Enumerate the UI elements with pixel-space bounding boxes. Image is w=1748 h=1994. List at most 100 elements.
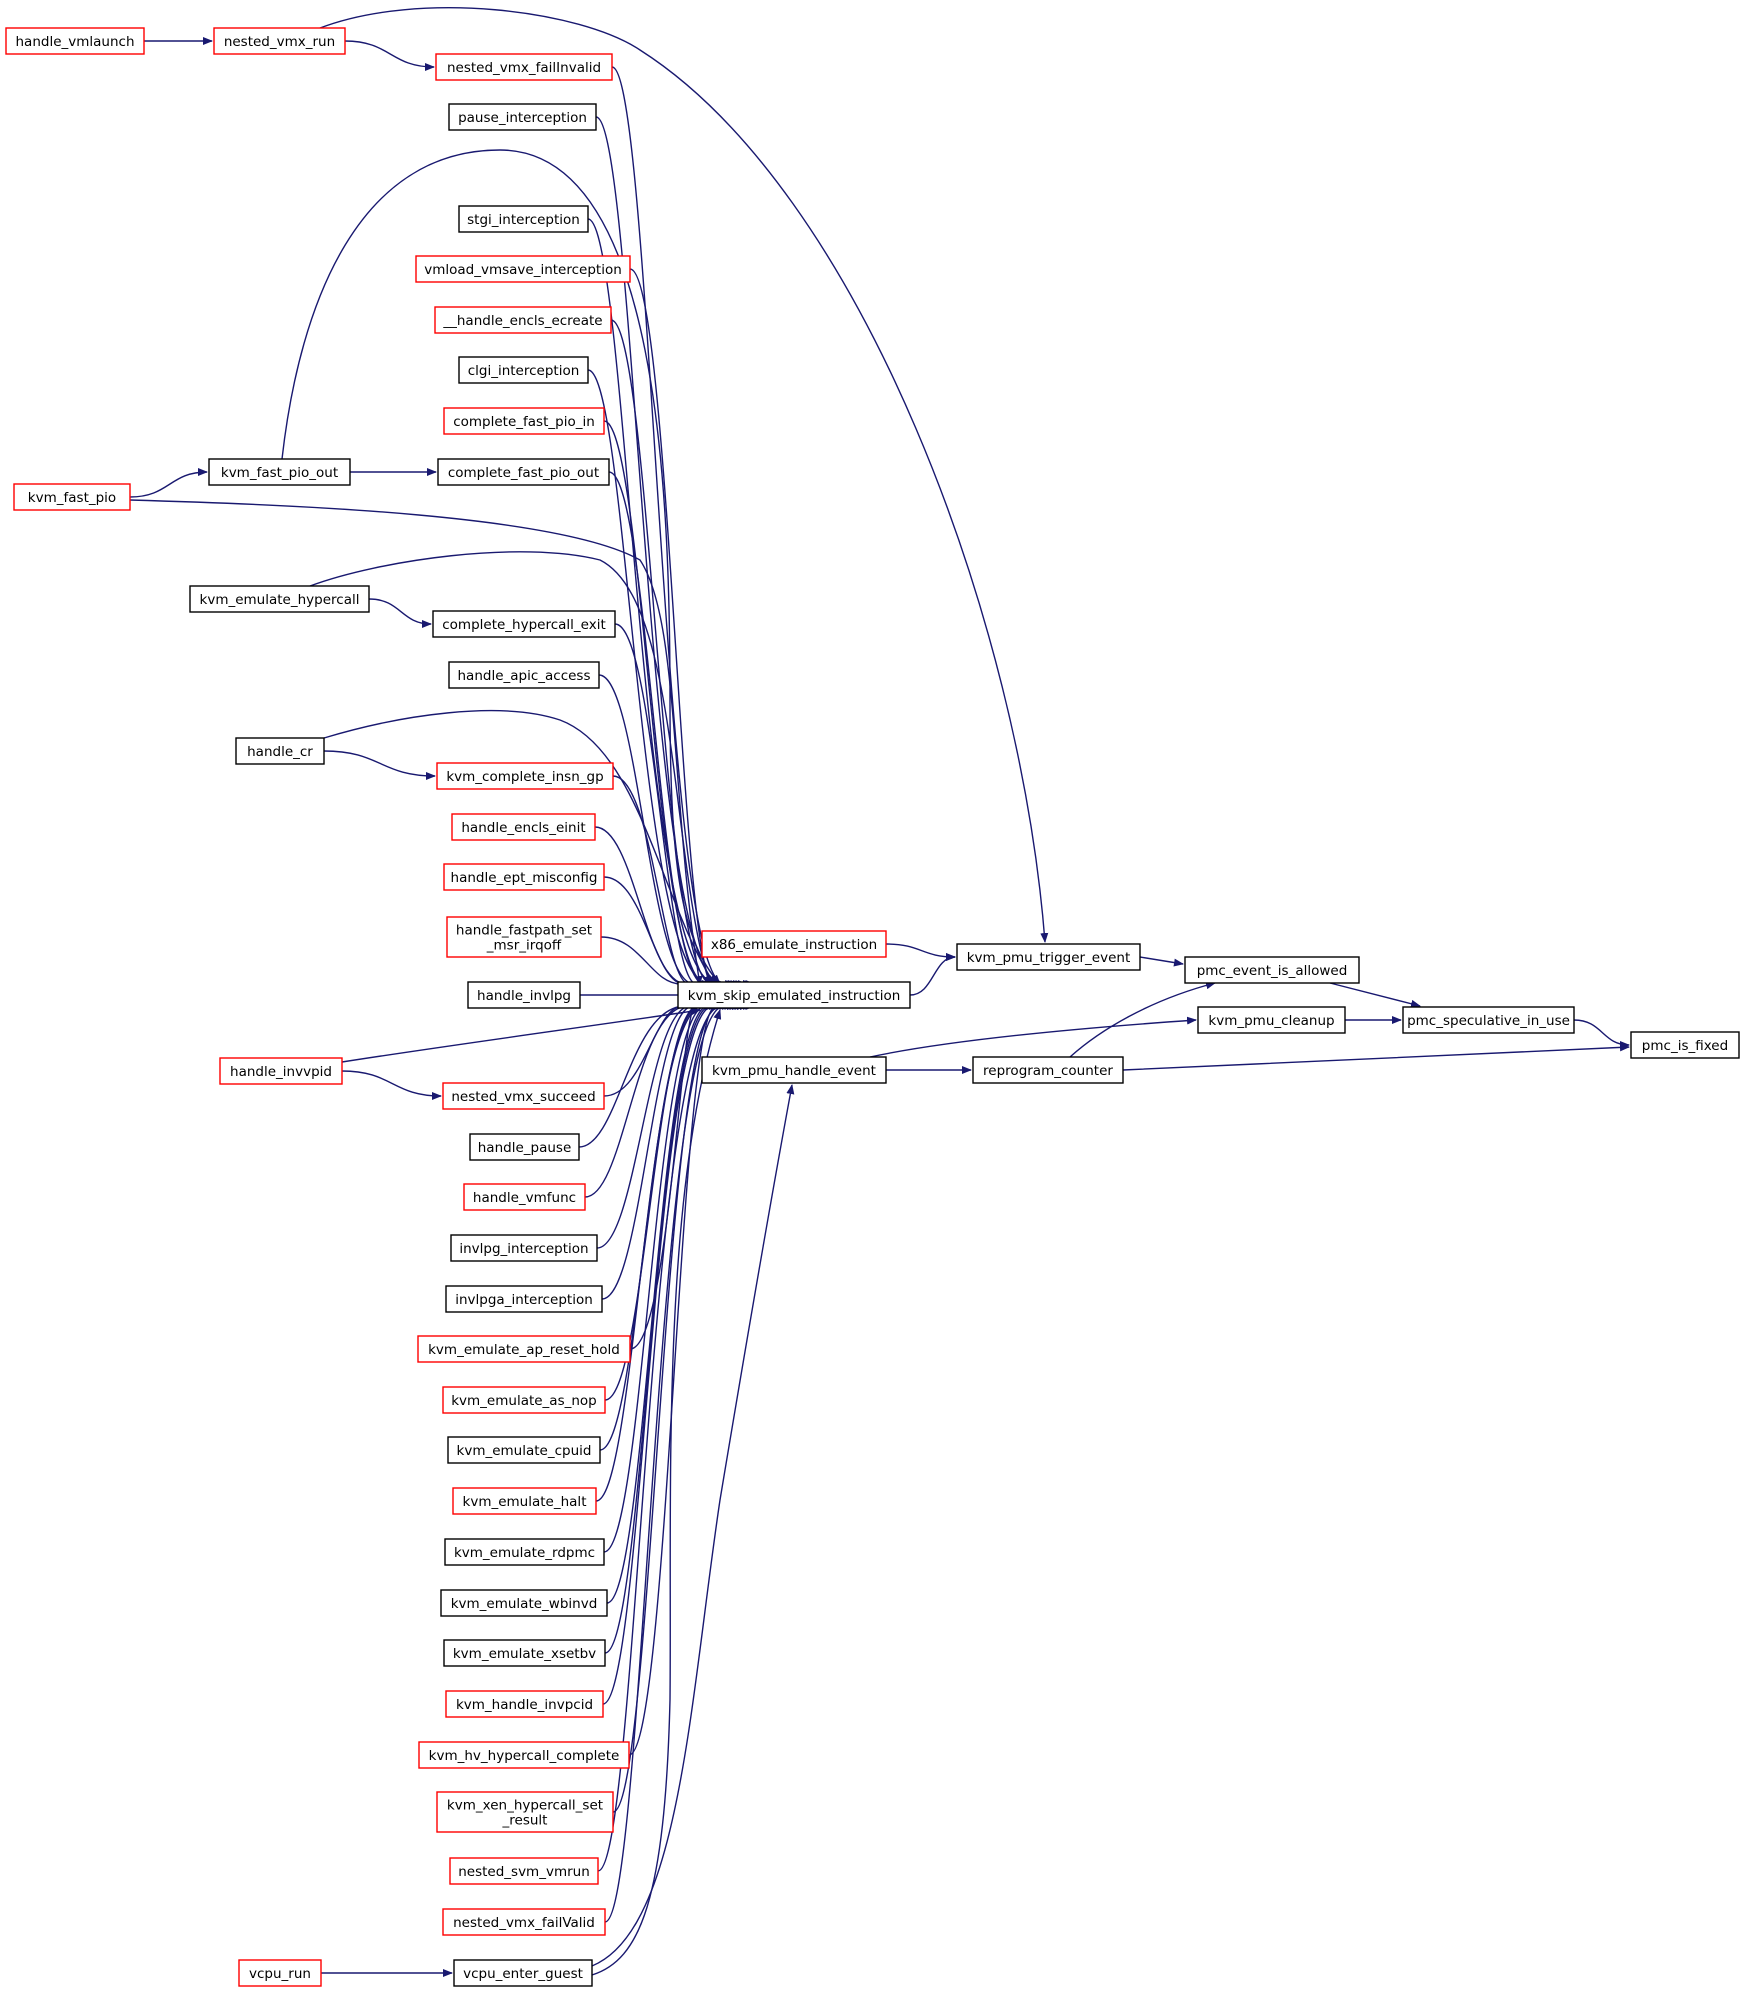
node-pmc-is-fixed[interactable]: pmc_is_fixed: [1630, 1031, 1740, 1059]
node-kvm-xen-hypercall-set-result[interactable]: kvm_xen_hypercall_set_result: [436, 1791, 614, 1833]
node-box[interactable]: [434, 306, 612, 334]
node-box[interactable]: [451, 813, 596, 841]
node-box[interactable]: [442, 1082, 605, 1110]
node-handle-encls-ecreate[interactable]: __handle_encls_ecreate: [434, 306, 612, 334]
node-x86-emulate-instruction[interactable]: x86_emulate_instruction: [701, 930, 887, 958]
node-box[interactable]: [701, 1056, 887, 1084]
node-kvm-fast-pio-out[interactable]: kvm_fast_pio_out: [208, 458, 351, 486]
node-box[interactable]: [208, 458, 351, 486]
node-box[interactable]: [417, 1335, 631, 1363]
node-kvm-pmu-trigger-event[interactable]: kvm_pmu_trigger_event: [956, 943, 1141, 971]
node-box[interactable]: [442, 1386, 606, 1414]
node-vmload-vmsave-interception[interactable]: vmload_vmsave_interception: [415, 255, 631, 283]
node-box[interactable]: [5, 27, 145, 55]
node-nested-svm-vmrun[interactable]: nested_svm_vmrun: [449, 1857, 599, 1885]
node-kvm-emulate-rdpmc[interactable]: kvm_emulate_rdpmc: [444, 1538, 605, 1566]
node-kvm-hv-hypercall-complete[interactable]: kvm_hv_hypercall_complete: [418, 1741, 630, 1769]
node-box[interactable]: [444, 1538, 605, 1566]
node-box[interactable]: [956, 943, 1141, 971]
node-handle-cr[interactable]: handle_cr: [235, 737, 325, 765]
node-box[interactable]: [432, 610, 616, 638]
node-complete-hypercall-exit[interactable]: complete_hypercall_exit: [432, 610, 616, 638]
node-box[interactable]: [449, 1857, 599, 1885]
node-box[interactable]: [446, 916, 602, 958]
node-stgi-interception[interactable]: stgi_interception: [458, 205, 589, 233]
node-box[interactable]: [677, 981, 911, 1009]
node-kvm-skip-emulated-instruction[interactable]: kvm_skip_emulated_instruction: [677, 981, 911, 1009]
node-box[interactable]: [219, 1057, 343, 1085]
node-box[interactable]: [458, 205, 589, 233]
node-kvm-handle-invpcid[interactable]: kvm_handle_invpcid: [445, 1690, 604, 1718]
node-box[interactable]: [453, 1959, 593, 1987]
node-box[interactable]: [235, 737, 325, 765]
node-box[interactable]: [448, 103, 597, 131]
node-handle-vmfunc[interactable]: handle_vmfunc: [463, 1183, 586, 1211]
node-vcpu-run[interactable]: vcpu_run: [238, 1959, 322, 1987]
node-box[interactable]: [467, 981, 581, 1009]
node-invlpg-interception[interactable]: invlpg_interception: [450, 1234, 598, 1262]
node-kvm-complete-insn-gp[interactable]: kvm_complete_insn_gp: [436, 762, 614, 790]
node-complete-fast-pio-out[interactable]: complete_fast_pio_out: [437, 458, 610, 486]
node-clgi-interception[interactable]: clgi_interception: [458, 356, 589, 384]
node-box[interactable]: [436, 762, 614, 790]
node-box[interactable]: [443, 1639, 606, 1667]
node-box[interactable]: [1184, 956, 1360, 984]
node-kvm-emulate-hypercall[interactable]: kvm_emulate_hypercall: [189, 585, 370, 613]
node-pmc-speculative-in-use[interactable]: pmc_speculative_in_use: [1402, 1006, 1575, 1034]
node-box[interactable]: [701, 930, 887, 958]
node-handle-encls-einit[interactable]: handle_encls_einit: [451, 813, 596, 841]
node-nested-vmx-succeed[interactable]: nested_vmx_succeed: [442, 1082, 605, 1110]
node-box[interactable]: [448, 661, 600, 689]
node-invlpga-interception[interactable]: invlpga_interception: [445, 1285, 603, 1313]
node-handle-fastpath-set-msr-irqoff[interactable]: handle_fastpath_set_msr_irqoff: [446, 916, 602, 958]
node-nested-vmx-run[interactable]: nested_vmx_run: [213, 27, 346, 55]
node-box[interactable]: [435, 53, 613, 81]
node-box[interactable]: [442, 1908, 606, 1936]
node-nested-vmx-failInvalid[interactable]: nested_vmx_failInvalid: [435, 53, 613, 81]
node-box[interactable]: [447, 1436, 601, 1464]
node-box[interactable]: [443, 407, 605, 435]
node-box[interactable]: [1402, 1006, 1575, 1034]
node-box[interactable]: [452, 1487, 597, 1515]
node-box[interactable]: [469, 1133, 580, 1161]
node-box[interactable]: [445, 1285, 603, 1313]
node-vcpu-enter-guest[interactable]: vcpu_enter_guest: [453, 1959, 593, 1987]
node-box[interactable]: [458, 356, 589, 384]
node-box[interactable]: [445, 1690, 604, 1718]
node-kvm-pmu-handle-event[interactable]: kvm_pmu_handle_event: [701, 1056, 887, 1084]
node-box[interactable]: [443, 863, 605, 891]
node-pause-interception[interactable]: pause_interception: [448, 103, 597, 131]
node-box[interactable]: [238, 1959, 322, 1987]
node-kvm-emulate-as-nop[interactable]: kvm_emulate_as_nop: [442, 1386, 606, 1414]
node-complete-fast-pio-in[interactable]: complete_fast_pio_in: [443, 407, 605, 435]
node-box[interactable]: [418, 1741, 630, 1769]
node-reprogram-counter[interactable]: reprogram_counter: [972, 1056, 1124, 1084]
node-handle-invlpg[interactable]: handle_invlpg: [467, 981, 581, 1009]
node-box[interactable]: [440, 1589, 608, 1617]
node-pmc-event-is-allowed[interactable]: pmc_event_is_allowed: [1184, 956, 1360, 984]
node-box[interactable]: [450, 1234, 598, 1262]
node-box[interactable]: [415, 255, 631, 283]
node-box[interactable]: [436, 1791, 614, 1833]
node-kvm-pmu-cleanup[interactable]: kvm_pmu_cleanup: [1197, 1006, 1346, 1034]
node-kvm-emulate-xsetbv[interactable]: kvm_emulate_xsetbv: [443, 1639, 606, 1667]
node-kvm-emulate-cpuid[interactable]: kvm_emulate_cpuid: [447, 1436, 601, 1464]
node-kvm-fast-pio[interactable]: kvm_fast_pio: [13, 483, 131, 511]
node-box[interactable]: [437, 458, 610, 486]
node-box[interactable]: [189, 585, 370, 613]
node-kvm-emulate-wbinvd[interactable]: kvm_emulate_wbinvd: [440, 1589, 608, 1617]
node-handle-vmlaunch[interactable]: handle_vmlaunch: [5, 27, 145, 55]
node-kvm-emulate-ap-reset-hold[interactable]: kvm_emulate_ap_reset_hold: [417, 1335, 631, 1363]
node-box[interactable]: [1630, 1031, 1740, 1059]
node-handle-apic-access[interactable]: handle_apic_access: [448, 661, 600, 689]
node-box[interactable]: [972, 1056, 1124, 1084]
node-handle-ept-misconfig[interactable]: handle_ept_misconfig: [443, 863, 605, 891]
node-box[interactable]: [463, 1183, 586, 1211]
node-kvm-emulate-halt[interactable]: kvm_emulate_halt: [452, 1487, 597, 1515]
node-box[interactable]: [13, 483, 131, 511]
node-handle-invvpid[interactable]: handle_invvpid: [219, 1057, 343, 1085]
node-box[interactable]: [213, 27, 346, 55]
node-box[interactable]: [1197, 1006, 1346, 1034]
node-handle-pause[interactable]: handle_pause: [469, 1133, 580, 1161]
node-nested-vmx-failValid[interactable]: nested_vmx_failValid: [442, 1908, 606, 1936]
